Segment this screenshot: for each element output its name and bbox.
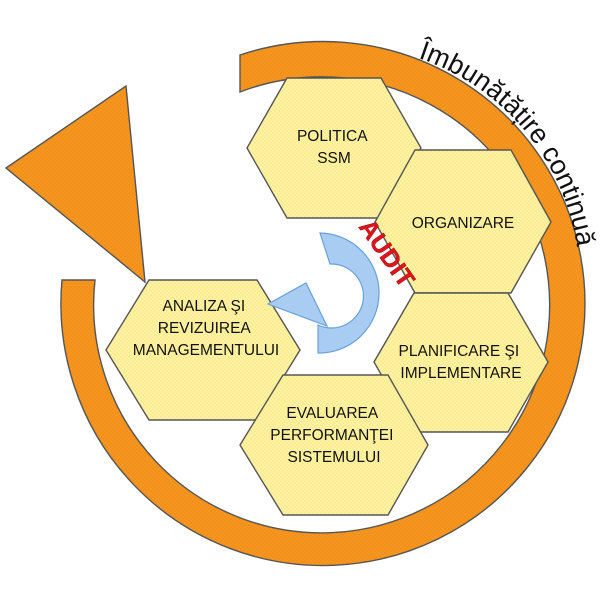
audit-arrowhead bbox=[266, 282, 329, 328]
continuous-improvement-arrow bbox=[60, 40, 586, 567]
planificare-label: PLANIFICARE ŞI IMPLEMENTARE bbox=[399, 343, 524, 382]
audit-arrow bbox=[317, 232, 380, 354]
continuous-improvement-arrowhead bbox=[4, 84, 146, 284]
organizare-label: ORGANIZARE bbox=[412, 215, 514, 232]
evaluarea-label: EVALUAREA PERFORMANŢEI SISTEMULUI bbox=[270, 405, 397, 466]
analiza-label: ANALIZA ŞI REVIZUIREA MANAGEMENTULUI bbox=[133, 298, 279, 359]
hexagon-evaluarea bbox=[239, 374, 429, 516]
politica-label: POLITICA SSM bbox=[297, 128, 371, 167]
hexagon-organizare bbox=[374, 149, 552, 294]
hexagon-planificare bbox=[373, 292, 549, 433]
